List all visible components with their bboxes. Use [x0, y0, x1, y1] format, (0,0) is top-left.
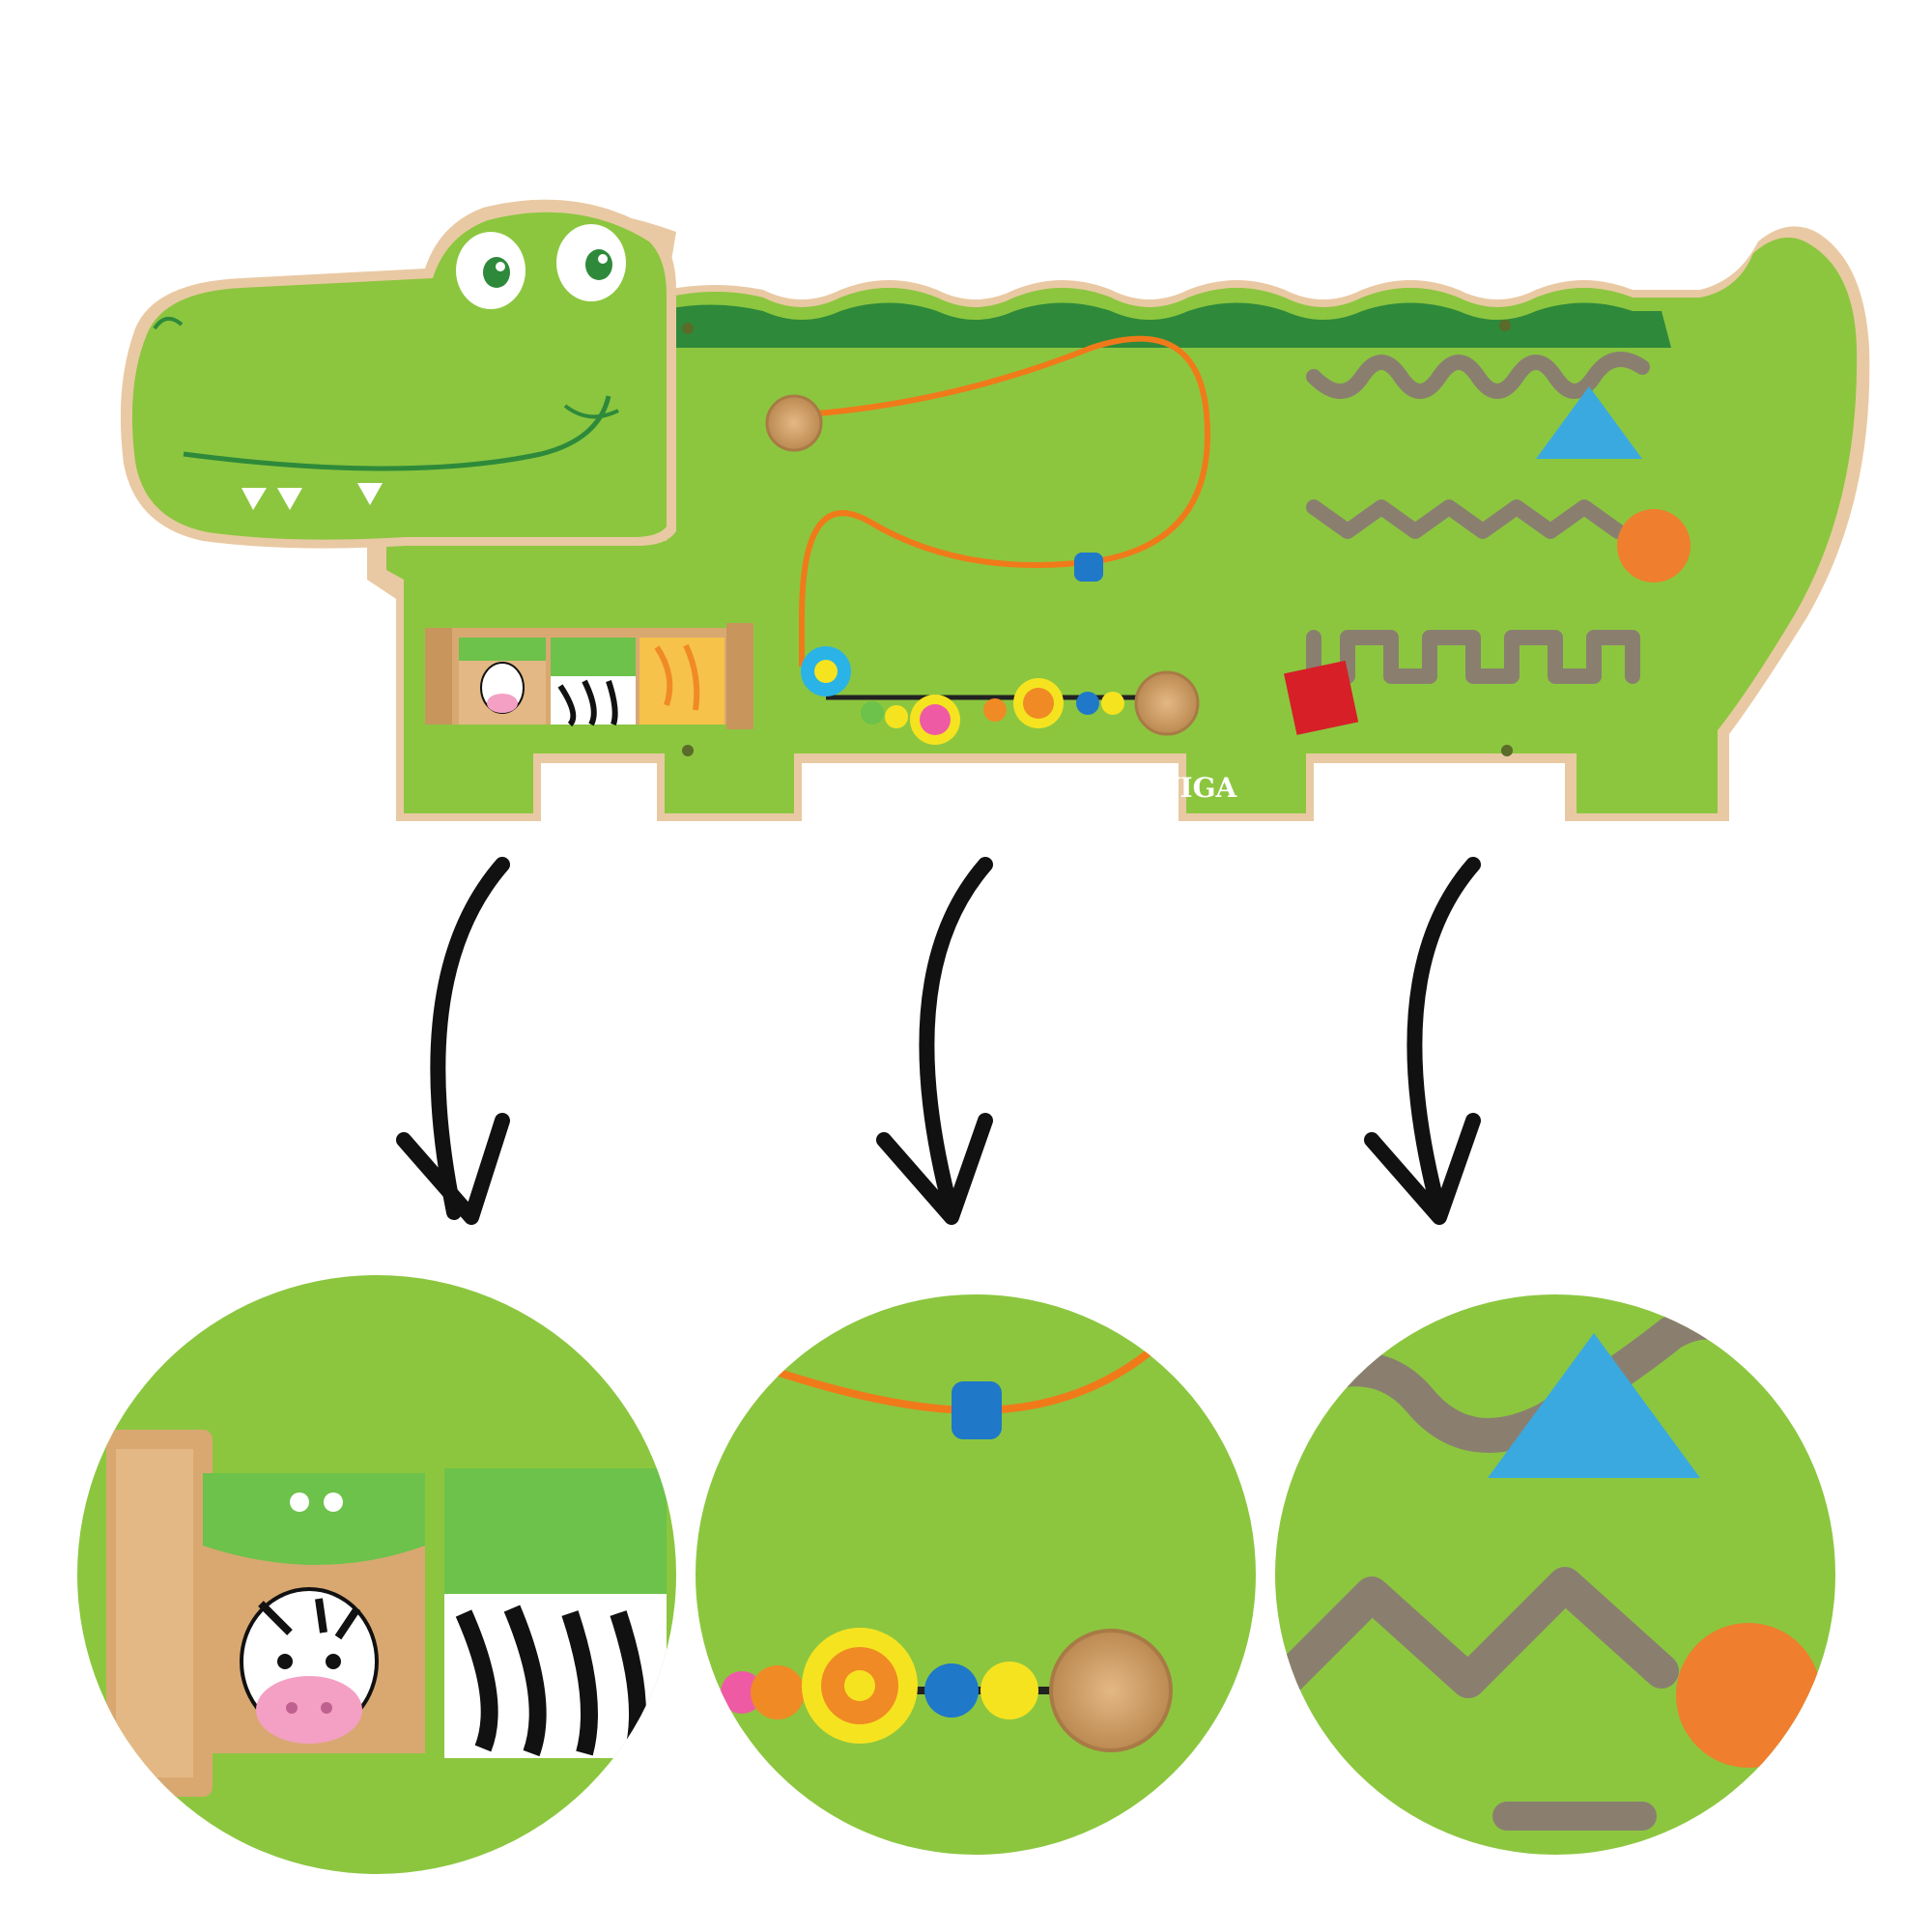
nostril	[153, 317, 184, 330]
bead-orange[interactable]	[983, 698, 1007, 722]
wooden-knob[interactable]	[765, 394, 823, 452]
maze-slot-triangle	[1306, 352, 1650, 399]
bead-maze-wire[interactable]	[791, 335, 1211, 667]
curved-down-arrow-icon	[876, 857, 993, 1225]
back-stripe-top	[667, 288, 1642, 315]
rotating-block-crocodile-zebra	[444, 1468, 667, 1758]
curved-down-arrow-icon	[396, 857, 510, 1225]
mouth	[183, 395, 611, 471]
maze-slot-circle	[1306, 499, 1626, 539]
bead-pink	[721, 1671, 763, 1714]
block-frame-left	[425, 628, 452, 724]
rotating-block-lion[interactable]	[639, 638, 724, 724]
crocodile-wall-board: VIGA	[120, 199, 1870, 821]
rotating-block-zebra[interactable]	[459, 638, 546, 724]
block-frame-right	[726, 623, 753, 729]
wooden-knob	[1049, 1629, 1173, 1752]
zebra-face-icon	[240, 1587, 379, 1744]
tooth	[277, 488, 302, 510]
circle-shape-icon	[1676, 1623, 1821, 1768]
bead-blue[interactable]	[1076, 692, 1099, 715]
eye-icon	[456, 232, 526, 309]
screw-hole	[682, 745, 694, 756]
bead-yellow[interactable]	[1101, 692, 1124, 715]
triangle-shape-icon	[1488, 1333, 1700, 1478]
circle-shape-icon[interactable]	[1617, 509, 1690, 582]
flower-bead-icon	[802, 1628, 918, 1744]
bead-yellow[interactable]	[885, 705, 908, 728]
flower-bead-icon[interactable]	[910, 695, 960, 745]
bead-green[interactable]	[861, 701, 884, 724]
flower-bead-icon[interactable]	[801, 646, 851, 696]
screw-hole	[1499, 320, 1511, 331]
flower-bead-icon[interactable]	[1013, 678, 1064, 728]
brand-logo: VIGA	[1158, 772, 1238, 804]
tooth	[242, 488, 267, 510]
maze-slot-square	[1306, 630, 1640, 684]
mouth-corner	[563, 404, 619, 419]
bead-blue[interactable]	[1074, 553, 1103, 582]
bead-blue	[952, 1381, 1002, 1439]
bead-blue	[924, 1663, 979, 1718]
square-shape-icon[interactable]	[1284, 660, 1359, 735]
rotating-block-crocodile-zebra[interactable]	[551, 638, 636, 727]
triangle-shape-icon[interactable]	[1536, 386, 1642, 459]
detail-circle-beads	[696, 1294, 1256, 1855]
detail-circle-shapes	[1275, 1294, 1835, 1855]
rotating-block-zebra	[203, 1473, 425, 1753]
detail-circle-blocks	[77, 1275, 676, 1874]
screw-hole	[682, 323, 694, 334]
bead-orange	[751, 1665, 805, 1719]
curved-down-arrow-icon	[1364, 857, 1481, 1225]
screw-hole	[1501, 745, 1513, 756]
eye-icon	[556, 224, 626, 301]
wooden-knob[interactable]	[1134, 670, 1200, 736]
back-stripe	[667, 302, 1671, 348]
maze-slot-circle	[1275, 1567, 1679, 1698]
tooth	[357, 483, 383, 505]
bead-yellow	[980, 1662, 1038, 1719]
